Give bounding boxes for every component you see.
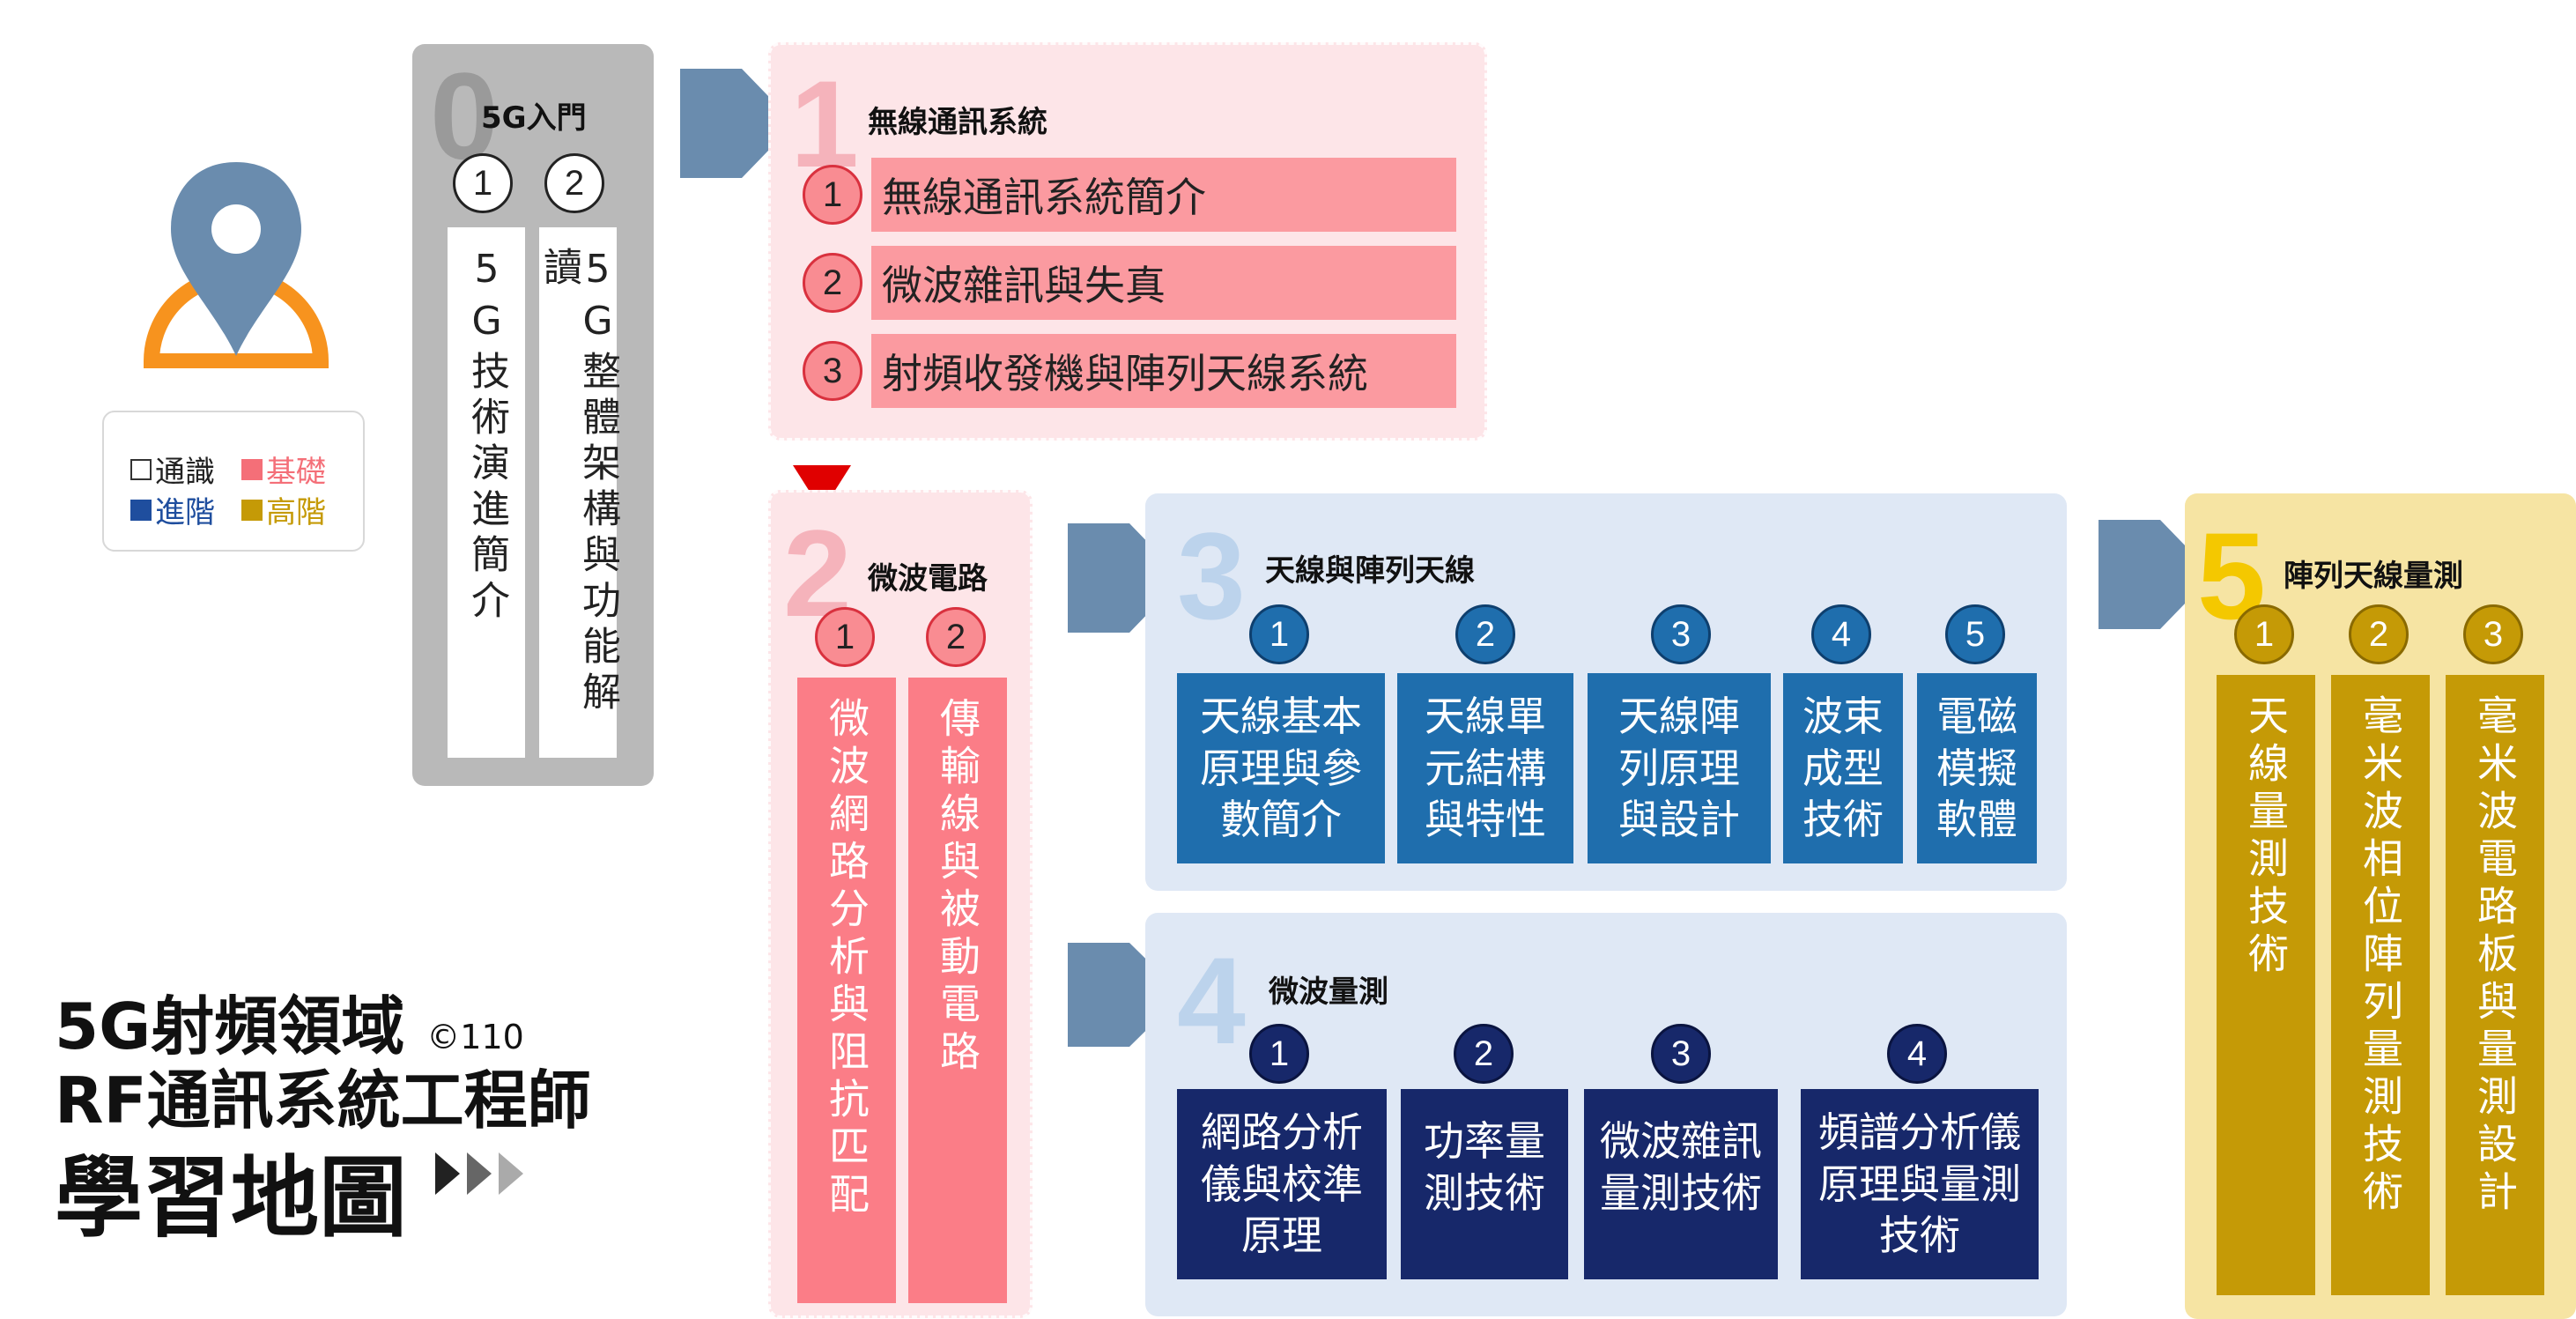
legend: 通識 基礎 進階 高階	[102, 411, 365, 552]
module-1-item-1-number: 1	[803, 165, 862, 225]
legend-swatch-pink	[241, 458, 263, 480]
module-4-item-1: 網路分析儀與校準原理	[1177, 1089, 1387, 1279]
module-4-panel: 4 微波量測 1 2 3 4 網路分析儀與校準原理 功率量測技術 微波雜訊量測技…	[1145, 913, 2067, 1316]
module-1-item-1: 無線通訊系統簡介	[871, 158, 1456, 232]
module-4-item-3: 微波雜訊量測技術	[1584, 1089, 1778, 1279]
title-block: 5G射頻領域 ©110 RF通訊系統工程師 學習地圖	[55, 974, 689, 1249]
module-0-item-2-number: 2	[544, 153, 604, 213]
module-2-title: 微波電路	[868, 561, 988, 597]
module-4-item-2-number: 2	[1454, 1024, 1514, 1084]
title-line2: RF通訊系統工程師	[55, 1063, 591, 1137]
module-2-item-2-number: 2	[926, 607, 986, 667]
module-4-item-4-number: 4	[1887, 1024, 1947, 1084]
title-line1: 5G射頻領域 ©110	[55, 989, 524, 1063]
module-4-item-4: 頻譜分析儀原理與量測技術	[1801, 1089, 2039, 1279]
module-1-item-2-number: 2	[803, 253, 862, 313]
legend-item-advanced: 進階	[130, 488, 215, 531]
module-3-item-1-number: 1	[1249, 604, 1309, 664]
module-1-panel: 1 無線通訊系統 1 無線通訊系統簡介 2 微波雜訊與失真 3 射頻收發機與陣列…	[768, 42, 1487, 441]
module-1-item-3-number: 3	[803, 341, 862, 401]
module-3-item-5-number: 5	[1945, 604, 2005, 664]
module-3-item-4-number: 4	[1811, 604, 1871, 664]
module-3-item-4: 波束成型技術	[1783, 673, 1903, 863]
block-arrow-icon	[680, 69, 795, 178]
copyright-mark: ©110	[426, 1018, 524, 1056]
legend-item-basic: 基礎	[241, 448, 326, 491]
module-2-item-1-number: 1	[815, 607, 875, 667]
module-1-item-2: 微波雜訊與失真	[871, 246, 1456, 320]
module-3-item-1: 天線基本原理與參數簡介	[1177, 673, 1385, 863]
module-3-item-2-number: 2	[1455, 604, 1515, 664]
legend-swatch-gold	[241, 499, 263, 521]
module-0-item-1-number: 1	[453, 153, 513, 213]
module-3-panel: 3 天線與陣列天線 1 2 3 4 5 天線基本原理與參數簡介 天線單元結構與特…	[1145, 493, 2067, 891]
module-3-item-5: 電磁模擬軟體	[1917, 673, 2037, 863]
location-pin-icon	[143, 162, 329, 368]
module-5-item-2: 毫米波相位陣列量測技術	[2331, 675, 2430, 1295]
module-1-title: 無線通訊系統	[868, 105, 1047, 140]
module-0-panel: 0 5G入門 1 2 5G技術演進簡介 5G整體架構與功能解讀	[412, 44, 654, 786]
module-0-item-2: 5G整體架構與功能解讀	[537, 227, 620, 758]
module-3-number: 3	[1177, 507, 1246, 645]
module-2-panel: 2 微波電路 1 2 微波網路分析與阻抗匹配 傳輸線與被動電路	[768, 490, 1033, 1318]
legend-swatch-white	[130, 458, 152, 480]
legend-swatch-blue	[130, 499, 152, 521]
block-arrow-icon	[2099, 520, 2213, 629]
down-triangle-icon	[793, 465, 851, 511]
module-5-item-3-number: 3	[2463, 604, 2523, 664]
module-3-item-3-number: 3	[1651, 604, 1711, 664]
module-2-item-2: 傳輸線與被動電路	[908, 678, 1007, 1303]
module-2-item-1: 微波網路分析與阻抗匹配	[797, 678, 896, 1303]
module-5-title: 陣列天線量測	[2284, 559, 2463, 594]
triple-chevron-icon	[435, 1152, 523, 1195]
module-5-panel: 5 陣列天線量測 1 2 3 天線量測技術 毫米波相位陣列量測技術 毫米波電路板…	[2185, 493, 2576, 1319]
module-5-item-1-number: 1	[2234, 604, 2294, 664]
legend-item-general: 通識	[130, 448, 215, 491]
legend-item-high: 高階	[241, 488, 326, 531]
module-1-item-3: 射頻收發機與陣列天線系統	[871, 334, 1456, 408]
module-3-item-3: 天線陣列原理與設計	[1588, 673, 1771, 863]
module-5-item-2-number: 2	[2349, 604, 2409, 664]
module-3-title: 天線與陣列天線	[1265, 553, 1475, 589]
module-4-number: 4	[1177, 931, 1246, 1070]
module-0-title: 5G入門	[481, 100, 587, 136]
module-4-item-3-number: 3	[1651, 1024, 1711, 1084]
module-5-item-3: 毫米波電路板與量測設計	[2446, 675, 2544, 1295]
module-4-item-2: 功率量測技術	[1401, 1089, 1568, 1279]
module-3-item-2: 天線單元結構與特性	[1397, 673, 1573, 863]
module-0-item-1: 5G技術演進簡介	[448, 227, 525, 758]
module-4-item-1-number: 1	[1249, 1024, 1309, 1084]
module-5-item-1: 天線量測技術	[2217, 675, 2315, 1295]
title-line3: 學習地圖	[55, 1146, 407, 1249]
module-4-title: 微波量測	[1269, 974, 1388, 1010]
